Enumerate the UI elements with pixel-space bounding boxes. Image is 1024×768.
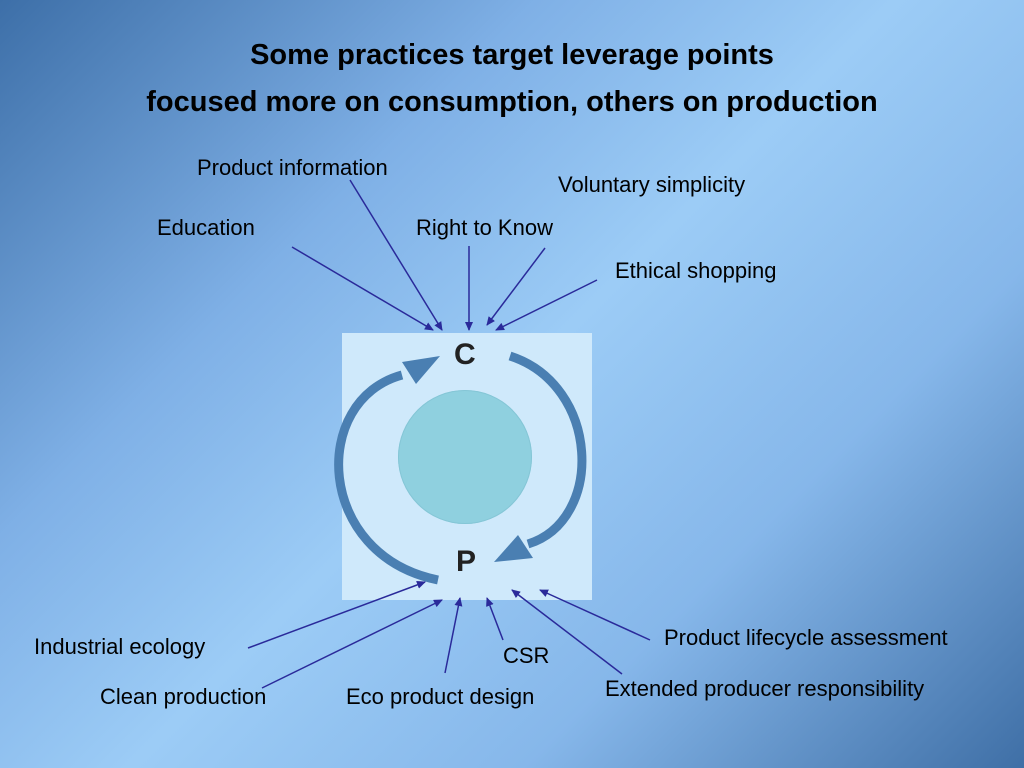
core-circle: [398, 390, 532, 524]
label-voluntary-simplicity: Voluntary simplicity: [558, 172, 746, 197]
label-clean-production: Clean production: [100, 684, 267, 709]
arrow-product-lifecycle-assessment: [539, 589, 651, 641]
label-education: Education: [157, 215, 255, 240]
arrow-voluntary-simplicity: [486, 247, 546, 326]
left-cycle-arc: [334, 370, 439, 585]
production-letter: P: [456, 545, 477, 578]
arrow-clean-production: [261, 599, 443, 689]
arrow-industrial-ecology: [247, 581, 426, 649]
label-product-lifecycle-assessment: Product lifecycle assessment: [664, 625, 948, 650]
right-cycle-arc: [508, 351, 587, 549]
cycle-arrows: [334, 351, 587, 585]
label-eco-product-design: Eco product design: [346, 684, 535, 709]
slide-title-line1: Some practices target leverage points: [250, 39, 774, 71]
slide-title-line2: focused more on consumption, others on p…: [146, 86, 878, 118]
label-ethical-shopping: Ethical shopping: [615, 258, 777, 283]
label-right-to-know: Right to Know: [416, 215, 553, 240]
label-industrial-ecology: Industrial ecology: [34, 634, 206, 659]
arrow-eco-product-design: [444, 597, 463, 674]
left-cycle-arrowhead: [402, 356, 440, 384]
right-cycle-arrowhead: [494, 535, 533, 562]
label-product-information: Product information: [197, 155, 388, 180]
label-csr: CSR: [503, 643, 550, 668]
arrow-csr: [486, 597, 504, 641]
label-extended-producer-responsibility: Extended producer responsibility: [605, 676, 925, 701]
arrow-ethical-shopping: [495, 279, 598, 331]
consumption-letter: C: [454, 338, 476, 371]
arrow-education: [291, 246, 434, 331]
arrow-extended-producer-responsibility: [511, 589, 623, 675]
arrow-product-information: [349, 179, 443, 331]
